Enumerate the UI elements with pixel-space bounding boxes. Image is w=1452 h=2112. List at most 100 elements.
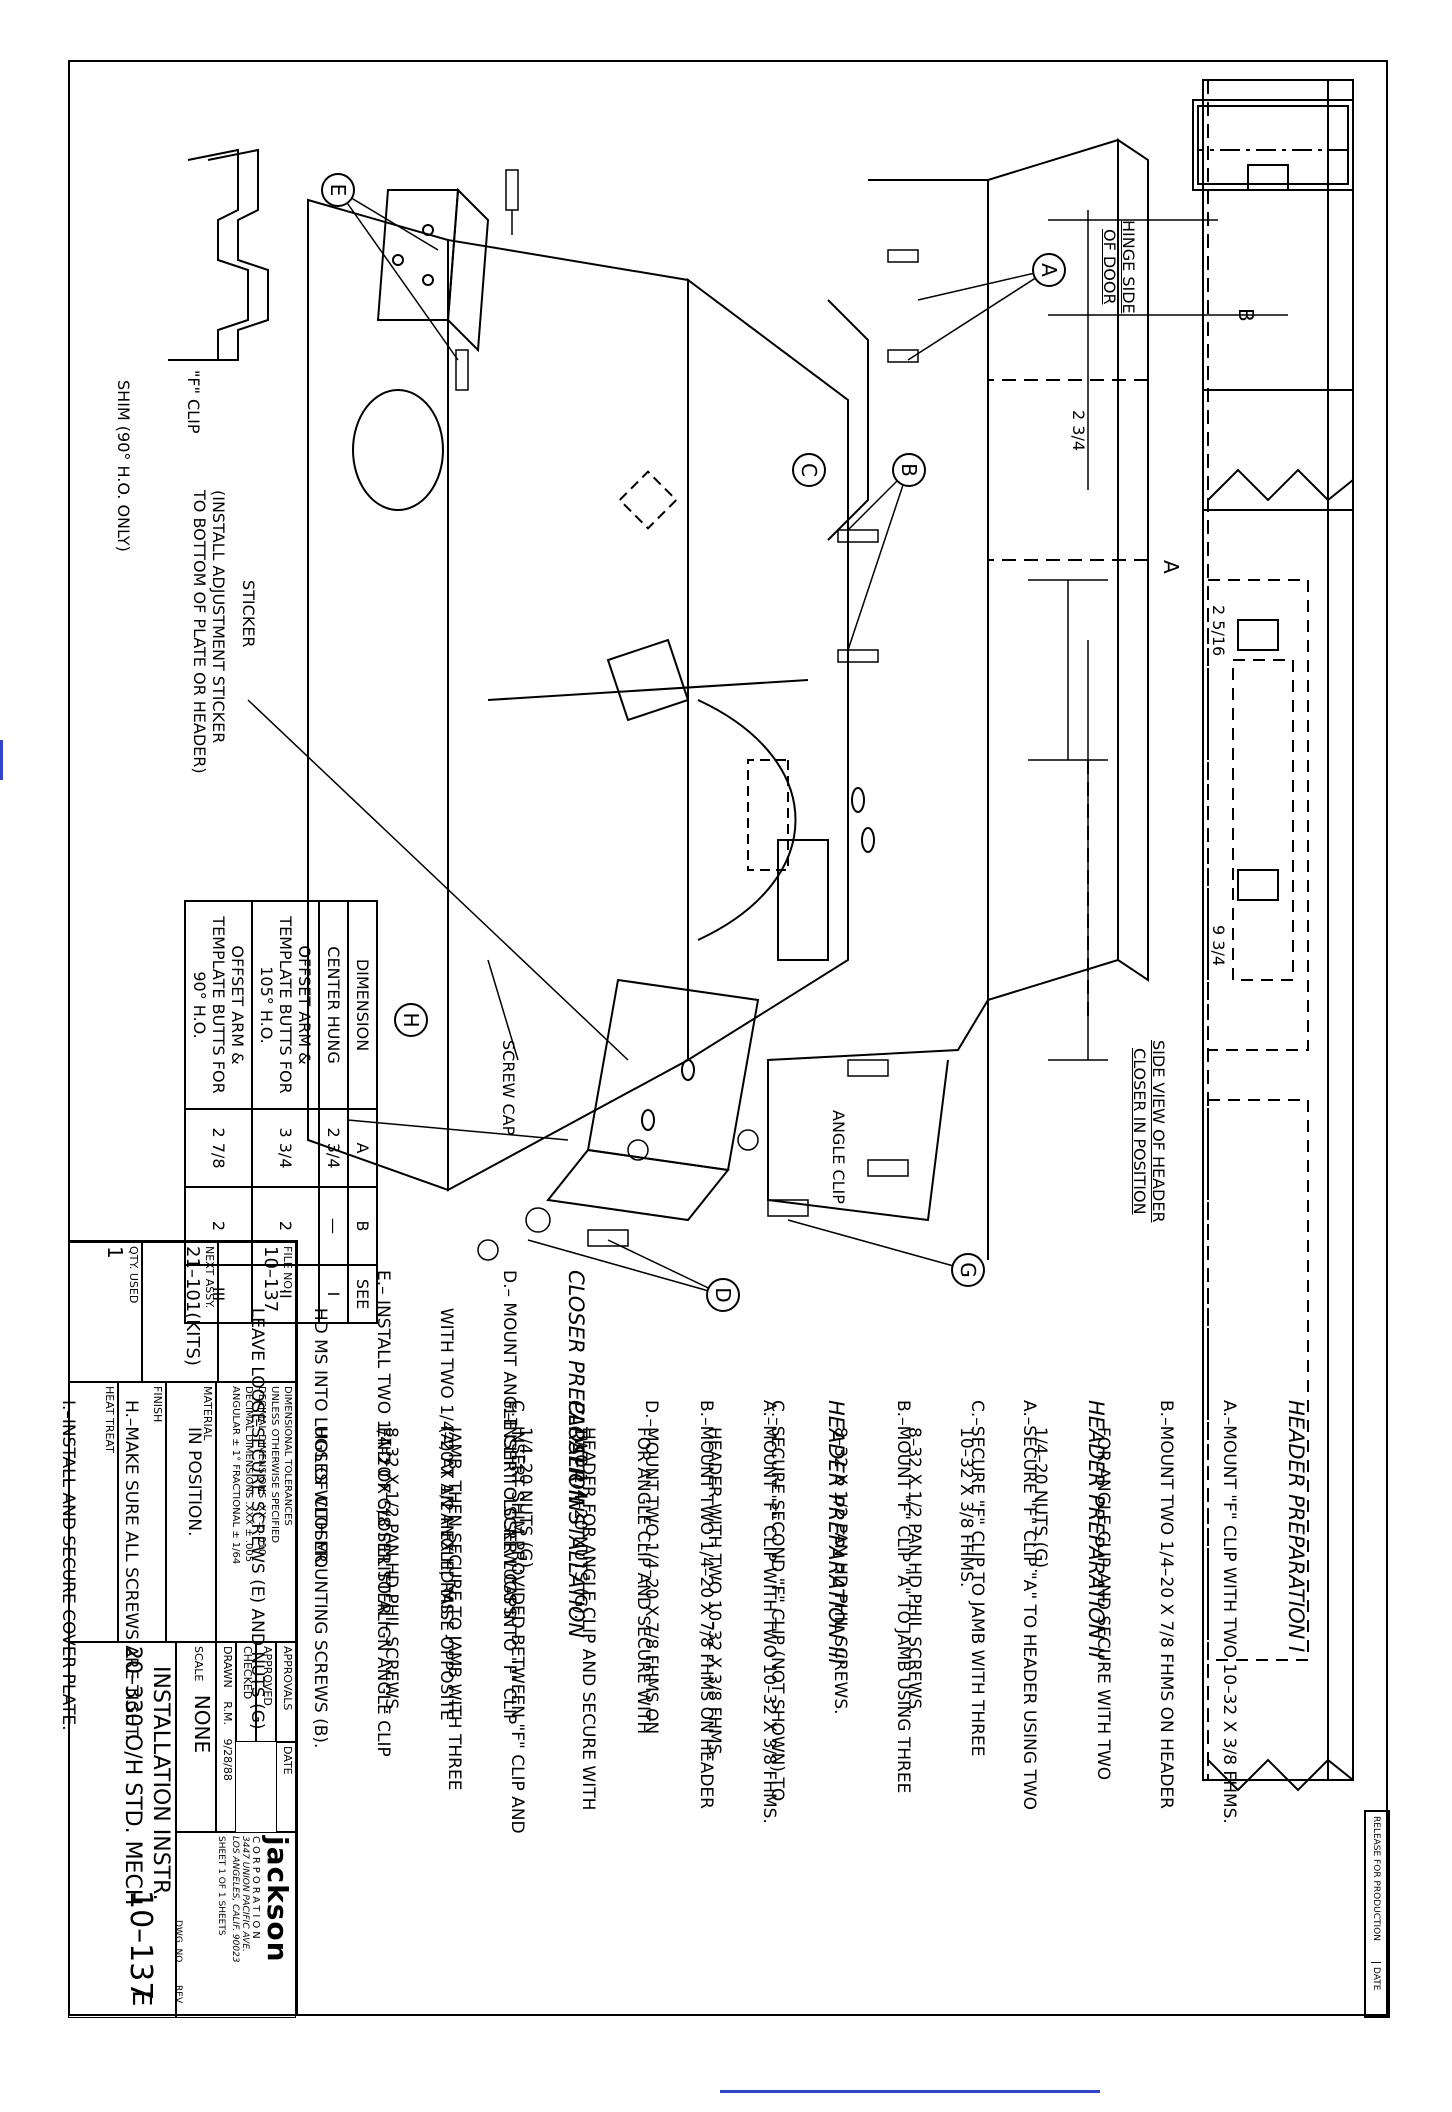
table-header-cell: DIMENSION [348,901,377,1109]
table-cell: OFFSET ARM & TEMPLATE BUTTS FOR 105° H.O… [252,901,319,1109]
dwg-no-value: 10–137 [123,1890,158,2001]
tolerances-line: ANGULAR ± 1° FRACTIONAL ± 1/64 [230,1386,241,1565]
approvals-date-header: DATE [276,1742,296,1832]
release-box: RELEASE FOR PRODUCTION DATE [1364,1810,1390,2018]
sticker-note: (INSTALL ADJUSTMENT STICKER TO BOTTOM OF… [190,490,228,774]
header-prep-2-step: 10–32 X 3/8 FHMS. [956,1400,976,1588]
angle-clip-label: ANGLE CLIP [829,1110,848,1204]
tolerances-line: DECIMAL DIMENSIONS .XX ± .010 [256,1386,267,1556]
callout-d: D [706,1278,740,1312]
header-prep-1-step: B.–MOUNT TWO 1/4–20 X 7/8 FHMS ON HEADER [1156,1400,1176,1809]
dimension-table-header: DIMENSION A B SEE [348,901,377,1323]
closer-install-step: END OF CLOSER TO ALIGN ANGLE CLIP [373,1400,393,1757]
f-clip-part [376,187,490,353]
sticker-note-2: TO BOTTOM OF PLATE OR HEADER) [190,490,209,774]
f-clip-label: "F" CLIP [184,370,203,434]
company-address-1: 3447 UNION PACIFIC AVE. [240,1836,250,1952]
drawn-by-value: R.M. [221,1701,234,1725]
of-door-text: OF DOOR [1100,229,1119,305]
scan-edge-mark-left [0,740,3,780]
file-no-cell: FILE NO. 10–137 [218,1242,296,1382]
table-cell: 2 7/8 [185,1109,252,1187]
approved-cell: APPROVED [256,1642,276,1742]
scale-cell: SCALE NONE [176,1642,216,1832]
heat-treat-label: HEAT TREAT [103,1386,116,1453]
callout-a: A [1032,253,1066,287]
header-prep-2-step: B.–MOUNT "F" CLIP "A" TO JAMB USING THRE… [893,1400,913,1794]
callout-b: B [892,453,926,487]
rev-value: E [126,1990,156,2007]
dimension-9-3-4-label: 9 3/4 [1209,925,1228,967]
approvals-header: APPROVALS [276,1642,296,1742]
tolerances-line: UNLESS OTHERWISE SPECIFIED [269,1386,280,1543]
header-section [1192,99,1354,191]
header-prep-2-title: HEADER PREPARATION II [1084,1400,1108,1659]
callout-h: H [394,1003,428,1037]
tolerances-cell: DIMENSIONAL TOLERANCES UNLESS OTHERWISE … [216,1382,296,1642]
drawing-title-cell: INSTALLATION INSTR. 20–330 O/H STD. MECH [68,1642,176,2018]
checked-cell: CHECKED [236,1642,256,1742]
header-prep-1-title: HEADER PREPARATION I [1284,1400,1308,1653]
closer-install-step: (A) AT AN ANGLE, RAISE OPPOSITE [436,1400,456,1721]
hinge-side-label: HINGE SIDE OF DOOR [1100,220,1138,314]
finish-label: FINISH [151,1386,164,1423]
dimension-a-label: A [1159,560,1183,574]
rev-label: REV. [173,1985,183,2005]
approvals-date-label: DATE [281,1746,294,1775]
table-header-cell: A [348,1109,377,1187]
drawn-date-value: 9/28/88 [221,1738,234,1781]
company-address-2: LOS ANGELES, CALIF. 90023 [230,1836,240,1963]
header-prep-1-step: A.–MOUNT "F" CLIP WITH TWO 10–32 X 3/8 F… [1219,1400,1239,1824]
side-view-text-2: CLOSER IN POSITION [1130,1048,1149,1215]
shim-part [168,148,269,361]
heat-treat-cell: HEAT TREAT [68,1382,118,1642]
material-cell: MATERIAL [166,1382,216,1642]
dwg-no-label: DWG. NO. [173,1920,183,1965]
header-prep-3-step: FOR ANGLE CLIP AND SECURE WITH [633,1400,653,1735]
closer-install-step: HOLES WITH MOUNTING SCREWS (B). [310,1400,330,1749]
release-date-label: DATE [1371,1962,1381,1991]
installation-diagram [168,79,1354,1792]
drawn-cell: DRAWN R.M. 9/28/88 [216,1642,236,1832]
table-cell: — [319,1187,348,1265]
dimension-2-3-4-label: 2 3/4 [1069,410,1088,452]
company-sub-text: CORPORATION [250,1836,261,1942]
file-no-value: 10–137 [260,1246,281,1313]
side-view-header [1202,79,1354,1792]
sticker-note-1: (INSTALL ADJUSTMENT STICKER [209,490,228,744]
company-cell: jackson CORPORATION 3447 UNION PACIFIC A… [176,1832,296,2018]
screw-cap-label: SCREW CAP [499,1040,518,1136]
sheet-number: SHEET 1 OF 1 SHEETS [216,1836,226,1936]
tolerances-line: DIMENSIONAL TOLERANCES [282,1386,293,1526]
leader-lines [247,189,1049,1296]
table-header-cell: B [348,1187,377,1265]
company-logo-text: jackson [261,1836,294,1963]
closer-body [307,198,875,1192]
header-prep-3-step: A.–MOUNT "F" CLIP WITH TWO 10–32 X 3/8 F… [759,1400,779,1824]
header-prep-3-title: HEADER PREPARATION III [824,1400,848,1665]
callout-e: E [321,173,355,207]
side-view-label: SIDE VIEW OF HEADER CLOSER IN POSITION [1130,1040,1168,1223]
header-prep-3-step: B.–MOUNT TWO 1/4–20 X 7/8 FHMS ON HEADER [696,1400,716,1809]
dimension-b-label: B [1234,308,1258,322]
qty-label: QTY. USED [127,1246,140,1304]
side-view-text-1: SIDE VIEW OF HEADER [1149,1040,1168,1223]
header-prep-2-step: A.–SECURE "F" CLIP "A" TO HEADER USING T… [1019,1400,1039,1811]
callout-c: C [792,453,826,487]
table-cell: 2 3/4 [319,1109,348,1187]
header-channel [767,138,1149,1260]
dimension-2-5-16-label: 2 5/16 [1209,605,1228,657]
next-assy-label: NEXT ASSY. [203,1246,216,1309]
scale-label: SCALE [192,1646,205,1682]
shim-label: SHIM (90° H.O. ONLY) [114,380,133,552]
callout-g: G [951,1253,985,1287]
table-row: CENTER HUNG 2 3/4 — I [319,901,348,1323]
qty-cell: QTY. USED 1 [68,1242,142,1382]
table-cell: CENTER HUNG [319,901,348,1109]
material-label: MATERIAL [201,1386,214,1441]
drawn-label: DRAWN [221,1646,234,1688]
dimension-lines [1028,210,1288,1061]
closer-install-step: F.–INSERT CLOSER LUGS INTO "F" CLIP [499,1400,519,1725]
table-cell: 3 3/4 [252,1109,319,1187]
